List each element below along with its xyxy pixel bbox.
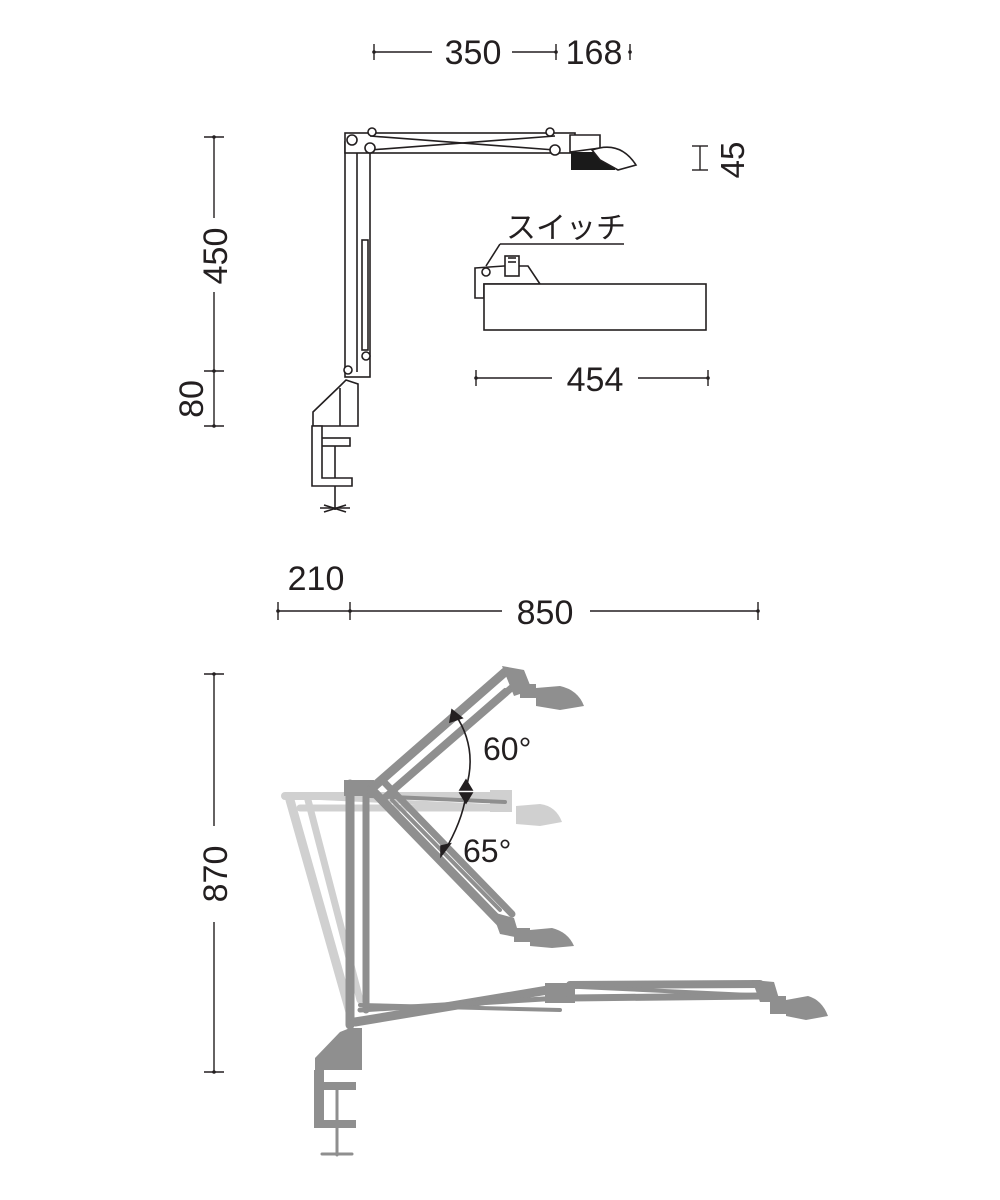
switch-label: スイッチ (506, 211, 626, 246)
lamp-positions (314, 666, 828, 1157)
height-dimension: 450 80 (173, 135, 235, 428)
dim-upper-height: 450 (197, 228, 235, 285)
dim-base-height: 80 (173, 380, 211, 418)
angle-down-label: 65° (463, 833, 511, 869)
dim-arm-front: 350 (445, 34, 502, 72)
dim-reach-offset: 210 (288, 560, 345, 598)
angle-indicators (440, 708, 474, 859)
range-of-motion-view: 210 850 870 (197, 560, 828, 1157)
shade-width-dimension: 454 (474, 361, 710, 399)
dim-head-height: 45 (714, 142, 751, 179)
lamp-side-drawing (311, 127, 638, 513)
shade-body (483, 283, 707, 331)
angle-up-label: 60° (483, 731, 531, 767)
dim-shade-width: 454 (567, 361, 624, 399)
dim-max-height: 870 (197, 846, 235, 903)
arm-length-dimension: 350 168 (372, 34, 632, 72)
dim-arm-head: 168 (566, 34, 623, 72)
shade-top-view: スイッチ (474, 211, 707, 331)
side-elevation-view: 350 168 450 80 45 (173, 34, 751, 513)
reach-dimension: 210 850 (276, 560, 760, 632)
dim-reach-total: 850 (517, 594, 574, 632)
max-height-dimension: 870 (197, 672, 235, 1074)
head-height-dimension: 45 (692, 142, 751, 179)
